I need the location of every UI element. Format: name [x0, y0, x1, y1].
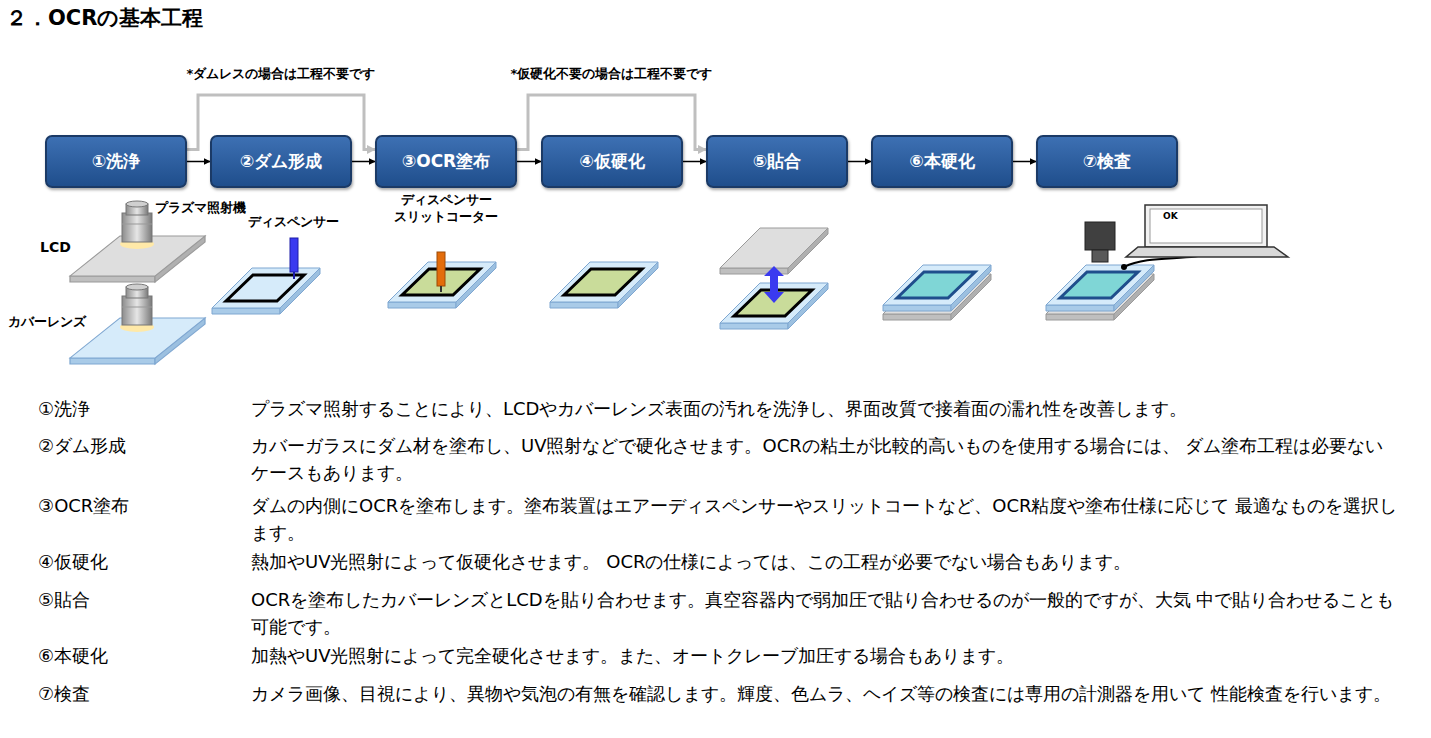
flow-arrow	[352, 161, 375, 163]
process-box: ⑥本硬化	[871, 135, 1013, 188]
flow-arrow	[848, 161, 871, 163]
flow-arrow	[517, 161, 541, 163]
device-label: ディスペンサー	[248, 214, 339, 231]
step-name: ④仮硬化	[38, 548, 108, 575]
process-box: ⑦検査	[1036, 135, 1178, 188]
dispenser-needle	[290, 238, 298, 279]
plasma-head	[120, 284, 154, 332]
process-label: ③OCR塗布	[402, 150, 490, 173]
process-box: ①洗浄	[45, 135, 187, 188]
step-name: ⑦検査	[38, 680, 90, 707]
page-title: ２．OCRの基本工程	[6, 4, 203, 32]
step-description: プラズマ照射することにより、LCDやカバーレンズ表面の汚れを洗浄し、界面改質で接…	[251, 395, 1401, 422]
step-name: ③OCR塗布	[38, 492, 129, 519]
device-label: ディスペンサー スリットコーター	[376, 192, 516, 226]
coater-needle	[437, 252, 445, 292]
dam-plate	[212, 268, 320, 314]
flow-arrow	[187, 161, 210, 163]
press-arrow	[764, 266, 784, 303]
flow-arrow	[683, 161, 706, 163]
camera	[1085, 222, 1115, 262]
cable-end	[1121, 264, 1127, 270]
precured-plate	[550, 262, 658, 308]
step-description: 熱加やUV光照射によって仮硬化させます。 OCRの仕様によっては、この工程が必要…	[251, 548, 1401, 575]
step-name: ⑤貼合	[38, 586, 90, 613]
process-label: ⑥本硬化	[909, 150, 974, 173]
step-description: カバーガラスにダム材を塗布し、UV照射などで硬化させます。OCRの粘土が比較的高…	[251, 432, 1401, 486]
flow-arrow	[1013, 161, 1036, 163]
part-label: LCD	[40, 238, 71, 256]
step-name: ②ダム形成	[38, 432, 126, 459]
step-description: ダムの内側にOCRを塗布します。塗布装置はエアーディスペンサーやスリットコートな…	[251, 492, 1401, 546]
process-box: ③OCR塗布	[375, 135, 517, 188]
bypass-note: *ダムレスの場合は工程不要です	[185, 65, 378, 83]
process-box: ⑤貼合	[706, 135, 848, 188]
process-box: ④仮硬化	[541, 135, 683, 188]
laptop	[1126, 205, 1288, 257]
part-label: カバーレンズ	[8, 314, 86, 331]
step-name: ①洗浄	[38, 395, 90, 422]
process-box: ②ダム形成	[210, 135, 352, 188]
process-label: ④仮硬化	[579, 150, 644, 173]
step-description: 加熱やUV光照射によって完全硬化させます。また、オートクレーブ加圧する場合もあり…	[251, 642, 1401, 669]
bonded-stack	[883, 265, 991, 320]
step-description: カメラ画像、目視により、異物や気泡の有無を確認します。輝度、色ムラ、ヘイズ等の検…	[251, 680, 1401, 707]
screen-text: OK	[1163, 211, 1178, 223]
inspected-stack	[1046, 265, 1154, 320]
step-description: OCRを塗布したカバーレンズとLCDを貼り合わせます。真空容器内で弱加圧で貼り合…	[251, 586, 1401, 640]
process-label: ②ダム形成	[240, 150, 322, 173]
step-name: ⑥本硬化	[38, 642, 108, 669]
process-label: ⑦検査	[1083, 150, 1131, 173]
process-label: ⑤貼合	[753, 150, 801, 173]
process-label: ①洗浄	[92, 150, 140, 173]
device-label: プラズマ照射機	[155, 200, 246, 217]
plasma-head	[120, 201, 154, 249]
bypass-note: *仮硬化不要の場合は工程不要です	[509, 65, 715, 83]
